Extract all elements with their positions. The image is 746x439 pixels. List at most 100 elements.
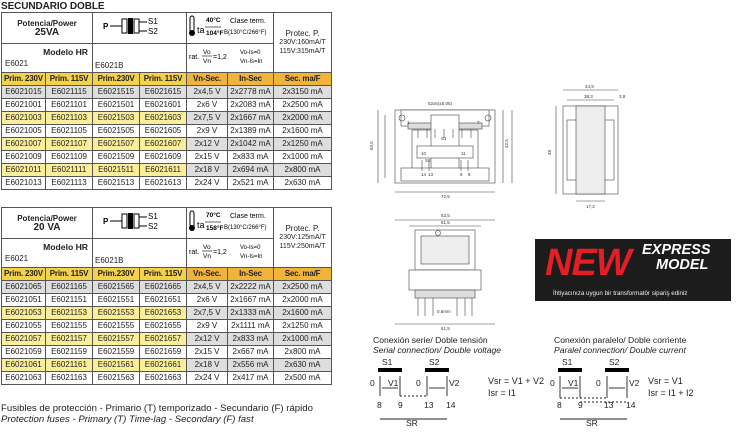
- parallel-caption: Conexión paralelo/ Doble corriente Paral…: [554, 335, 687, 355]
- table-cell: 2x1000 mA: [273, 332, 333, 346]
- table-cell: E6021655: [139, 319, 188, 333]
- svg-text:0: 0: [416, 378, 421, 388]
- protection-cell: Protec. P. 230V:160mA/T 115V:315mA/T: [273, 12, 333, 73]
- table-cell: 2x12 V: [186, 137, 229, 151]
- table-cell: 2x1042 mA: [227, 137, 275, 151]
- svg-text:42,5: 42,5: [504, 139, 509, 148]
- table-cell: 2x7,5 V: [186, 306, 229, 320]
- table-cell: E6021157: [44, 332, 94, 346]
- table-cell: 2x556 mA: [227, 358, 275, 372]
- svg-text:3,8: 3,8: [619, 94, 626, 99]
- table-cell: 2x1600 mA: [273, 306, 333, 320]
- table-cell: 2x500 mA: [273, 371, 333, 385]
- svg-text:Vo: Vo: [203, 244, 211, 251]
- svg-text:9: 9: [460, 172, 463, 177]
- svg-text:S1: S1: [441, 136, 447, 141]
- table-cell: E6021059: [1, 345, 46, 359]
- table-cell: 2x1667 mA: [227, 293, 275, 307]
- table-cell: 2x3150 mA: [273, 85, 333, 99]
- table-cell: E6021513: [92, 176, 141, 190]
- top-view: [395, 219, 495, 325]
- banner-model: MODEL: [656, 257, 709, 273]
- table-cell: 2x18 V: [186, 163, 229, 177]
- svg-text:Vn-Is=In: Vn-Is=In: [240, 254, 263, 260]
- svg-text:S2: S2: [425, 158, 431, 163]
- svg-text:158°F: 158°F: [206, 224, 223, 232]
- table-cell: 2x1333 mA: [227, 306, 275, 320]
- table-cell: E6021565: [92, 280, 141, 294]
- table-cell: 2x521 mA: [227, 176, 275, 190]
- svg-text:61,5: 61,5: [441, 220, 450, 225]
- model-hr-cell: Modelo HR E6021: [0, 43, 94, 73]
- svg-text:48: 48: [547, 149, 552, 155]
- svg-text:11: 11: [461, 151, 466, 156]
- svg-text:Vn: Vn: [203, 58, 211, 65]
- table-cell: 2x2000 mA: [273, 111, 333, 125]
- table-cell: E6021613: [139, 176, 188, 190]
- serial-connection-diagram: S1 S2 0 0 V1 V2 8 9 13 14 SR Vsr = V1 + …: [370, 357, 544, 428]
- table-cell: E6021503: [92, 111, 141, 125]
- svg-text:13: 13: [604, 400, 614, 410]
- svg-text:13: 13: [424, 400, 434, 410]
- svg-text:14: 14: [446, 400, 456, 410]
- svg-text:S2: S2: [609, 357, 620, 367]
- s1-label: S1: [148, 212, 158, 221]
- svg-text:Vsr = V1 + V2: Vsr = V1 + V2: [488, 376, 544, 386]
- table-cell: E6021615: [139, 85, 188, 99]
- svg-text:44,9: 44,9: [585, 84, 594, 89]
- table-cell: E6021515: [92, 85, 141, 99]
- svg-text:B(130°C/266°F): B(130°C/266°F): [224, 30, 266, 36]
- svg-text:17,2: 17,2: [586, 204, 595, 209]
- switch-icon-cell: P S1 S2: [92, 207, 188, 239]
- table-cell: 2x2500 mA: [273, 98, 333, 112]
- table-cell: E6021013: [1, 176, 46, 190]
- table-cell: 2x833 mA: [227, 150, 275, 164]
- svg-text:Vo-Is=0: Vo-Is=0: [240, 50, 261, 56]
- svg-text:V1: V1: [568, 378, 579, 388]
- table-cell: E6021055: [1, 319, 46, 333]
- table-cell: 2x9 V: [186, 124, 229, 138]
- fuse-note-es: Fusibles de protección - Primario (T) te…: [1, 403, 313, 414]
- svg-text:14: 14: [626, 400, 636, 410]
- table-cell: 2x1250 mA: [273, 137, 333, 151]
- table-cell: E6021505: [92, 124, 141, 138]
- table-cell: 2x630 mA: [273, 358, 333, 372]
- table-cell: 2x2083 mA: [227, 98, 275, 112]
- svg-text:104°F: 104°F: [206, 29, 223, 37]
- table-cell: E6021603: [139, 111, 188, 125]
- table-cell: 2x4,5 V: [186, 85, 229, 99]
- svg-text:14: 14: [421, 172, 427, 177]
- svg-text:Clase term.: Clase term.: [230, 213, 266, 220]
- table-cell: 2x1600 mA: [273, 124, 333, 138]
- s1-label: S1: [148, 17, 158, 26]
- secondary-switch-icon: P S1 S2: [103, 212, 158, 231]
- svg-text:70°C: 70°C: [206, 211, 221, 219]
- svg-text:S2: S2: [429, 357, 440, 367]
- svg-text:7: 7: [477, 120, 480, 125]
- table-cell: 2x24 V: [186, 176, 229, 190]
- table-cell: E6021011: [1, 163, 46, 177]
- table-cell: E6021005: [1, 124, 46, 138]
- table-cell: E6021155: [44, 319, 94, 333]
- table-cell: E6021553: [92, 306, 141, 320]
- table-cell: E6021159: [44, 345, 94, 359]
- svg-text:V1: V1: [388, 378, 399, 388]
- table-cell: 2x417 mA: [227, 371, 275, 385]
- svg-text:1: 1: [407, 120, 410, 125]
- table-cell: 2x2778 mA: [227, 85, 275, 99]
- svg-text:Isr = I1 + I2: Isr = I1 + I2: [648, 388, 694, 398]
- table-cell: E6021107: [44, 137, 94, 151]
- table-header-row: Prim. 230V Prim. 115V Prim.230V Prim. 11…: [1, 267, 333, 281]
- table-cell: E6021665: [139, 280, 188, 294]
- table-cell: 2x1389 mA: [227, 124, 275, 138]
